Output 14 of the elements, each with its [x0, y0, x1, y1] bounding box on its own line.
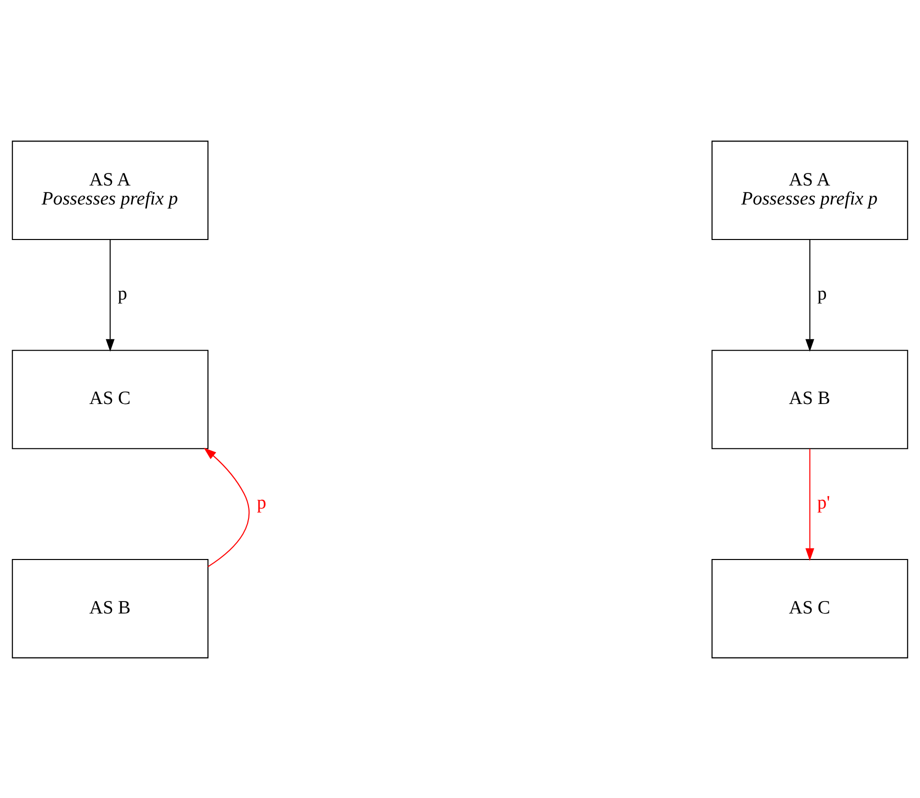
node-box: AS B — [712, 349, 908, 449]
node-box: AS C — [712, 558, 908, 658]
arrow — [805, 239, 814, 352]
edge-label: p — [817, 283, 827, 304]
edge-label: p' — [817, 492, 830, 514]
arrow — [805, 448, 814, 560]
node-box: AS A Possesses prefix p — [12, 140, 208, 240]
arrow — [204, 447, 250, 567]
node-box: AS C — [12, 349, 208, 449]
node-box: AS B — [12, 558, 208, 658]
edge-label: p — [118, 283, 128, 304]
node-box: AS A Possesses prefix p — [712, 140, 908, 240]
edge-label: p — [256, 492, 266, 514]
arrow — [106, 239, 115, 352]
